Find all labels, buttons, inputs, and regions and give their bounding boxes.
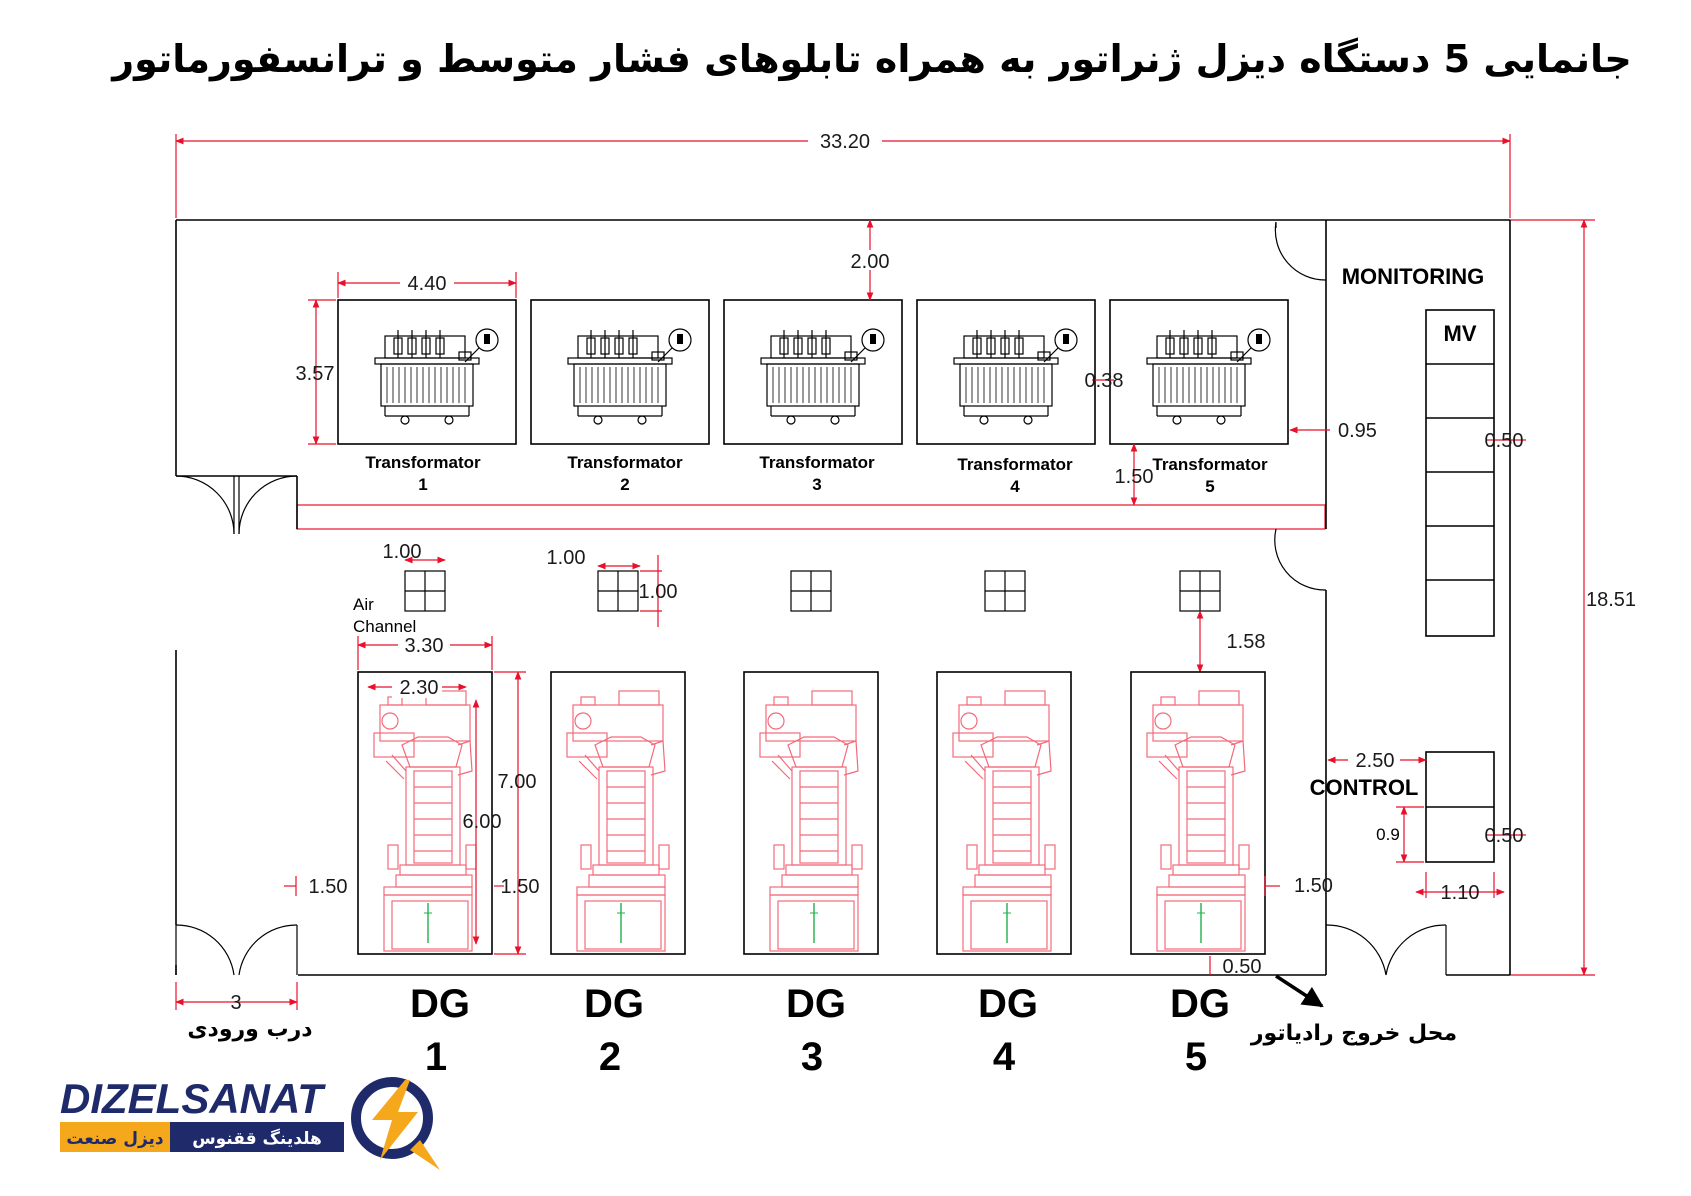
dg-number: 3 — [801, 1035, 823, 1079]
air-channels: Air Channel — [353, 570, 1221, 636]
dim-entry-door: 3 — [175, 982, 298, 1014]
logo-tagline-2: دیزل صنعت — [66, 1129, 164, 1149]
transformer-number: 3 — [812, 475, 821, 494]
transformer-4[interactable]: Transformator 4 — [916, 299, 1096, 496]
dim-control-width: 2.50 — [1356, 750, 1395, 772]
control-room-label: CONTROL — [1310, 775, 1419, 800]
transformer-number: 4 — [1010, 477, 1020, 496]
dim-control-height: 0.9 — [1376, 825, 1400, 844]
dim-control-depth: 1.10 — [1441, 882, 1480, 904]
dim-trafo-depth: 3.57 — [296, 363, 335, 385]
mv-label: MV — [1444, 321, 1477, 346]
transformer-label: Transformator — [957, 455, 1073, 474]
dim-trafo-width: 4.40 — [408, 273, 447, 295]
generator-4[interactable] — [936, 671, 1072, 955]
generator-row — [357, 671, 1266, 955]
dg-number: 5 — [1185, 1035, 1207, 1079]
entry-door-label: درب ورودی — [187, 1017, 312, 1042]
transformer-label: Transformator — [567, 453, 683, 472]
dg-label: DG — [410, 982, 470, 1026]
dim-entry-door-label: 3 — [230, 992, 241, 1014]
logo-tag-bg-2 — [170, 1122, 344, 1152]
dg-label: DG — [978, 982, 1038, 1026]
dim-overall-height-label: 18.51 — [1586, 589, 1636, 611]
dim-air-width-2: 1.00 — [547, 547, 586, 569]
transformer-label: Transformator — [1152, 455, 1268, 474]
air-label-1: Air — [353, 595, 374, 614]
dim-dg-clearance: 1.58 — [1227, 631, 1266, 653]
transformer-row: Transformator 1 Transformator 2 Transfor… — [337, 299, 1289, 496]
dim-top-clearance: 2.00 — [851, 251, 890, 273]
air-label-2: Channel — [353, 617, 416, 636]
dim-overall-height: 18.51 — [1510, 219, 1636, 976]
dg-label: DG — [584, 982, 644, 1026]
dg-label: DG — [786, 982, 846, 1026]
dim-mv-panel: 0.50 — [1485, 430, 1524, 452]
generator-labels: DG 1 DG 2 DG 3 DG 4 DG 5 — [410, 982, 1230, 1079]
dim-trafo-front: 1.50 — [1115, 466, 1154, 488]
dim-dg-length: 6.00 — [463, 811, 502, 833]
radiator-exit-label: محل خروج رادیاتور — [1250, 1021, 1457, 1046]
dim-air-width-1: 1.00 — [383, 541, 422, 563]
dg-number: 4 — [993, 1035, 1016, 1079]
mv-panel-stack: MV 0.50 — [1425, 309, 1526, 637]
transformer-label: Transformator — [365, 453, 481, 472]
dim-generator: 3.30 2.30 7.00 6.00 1.50 1.50 1.50 0.50 — [284, 634, 1333, 978]
dim-side-mid: 1.50 — [501, 876, 540, 898]
dg-label: DG — [1170, 982, 1230, 1026]
transformer-3[interactable]: Transformator 3 — [723, 299, 903, 494]
dg-number: 2 — [599, 1035, 621, 1079]
monitoring-room-label: MONITORING — [1342, 264, 1485, 289]
transformer-1[interactable]: Transformator 1 — [337, 299, 517, 494]
logo-tag-bg-1 — [60, 1122, 170, 1152]
dim-air-height: 1.00 — [639, 581, 678, 603]
door-arcs — [175, 221, 1447, 976]
logo-tagline-1: هلدینگ ققنوس — [192, 1128, 322, 1149]
air-channel-3 — [790, 570, 832, 612]
transformer-2[interactable]: Transformator 2 — [530, 299, 710, 494]
air-channel-1 — [404, 570, 446, 612]
radiator-exit-arrow — [1275, 974, 1324, 1008]
air-channel-2 — [597, 570, 639, 612]
transformer-label: Transformator — [759, 453, 875, 472]
dim-dg-back: 0.50 — [1223, 956, 1262, 978]
dg-number: 1 — [425, 1035, 447, 1079]
transformer-number: 5 — [1205, 477, 1214, 496]
generator-3[interactable] — [743, 671, 879, 955]
logo-brand: DIZELSANAT — [60, 1075, 326, 1122]
logo-emblem-icon — [351, 1077, 440, 1170]
transformer-5[interactable]: Transformator 5 — [1109, 299, 1289, 496]
dim-dg-width: 2.30 — [400, 677, 439, 699]
air-channel-5 — [1179, 570, 1221, 612]
generator-1[interactable] — [357, 671, 493, 955]
dim-dg-bay-width: 3.30 — [405, 635, 444, 657]
dim-trafo-side: 0.95 — [1338, 420, 1377, 442]
dim-trafo: 4.40 3.57 2.00 0.38 0.95 1.50 — [296, 219, 1377, 506]
dim-trafo-gap: 0.38 — [1085, 370, 1124, 392]
dim-air: 1.00 1.00 1.00 1.58 — [383, 541, 1266, 673]
page-title: جانمایی 5 دستگاه دیزل ژنراتور به همراه ت… — [110, 37, 1631, 82]
control-panel: CONTROL 2.50 0.50 0.9 1.10 — [1310, 750, 1526, 904]
generator-2[interactable] — [550, 671, 686, 955]
air-channel-4 — [984, 570, 1026, 612]
transformer-number: 2 — [620, 475, 629, 494]
dim-side-right: 1.50 — [1294, 875, 1333, 897]
dim-overall-width: 33.20 — [175, 130, 1511, 218]
logo: DIZELSANAT دیزل صنعت هلدینگ ققنوس — [60, 1075, 440, 1170]
building-walls — [175, 219, 1511, 976]
dim-control-panel: 0.50 — [1485, 825, 1524, 847]
dim-dg-bay-length: 7.00 — [498, 771, 537, 793]
generator-5[interactable] — [1130, 671, 1266, 955]
dim-side-left: 1.50 — [309, 876, 348, 898]
transformer-number: 1 — [418, 475, 427, 494]
dim-overall-width-label: 33.20 — [820, 131, 870, 153]
